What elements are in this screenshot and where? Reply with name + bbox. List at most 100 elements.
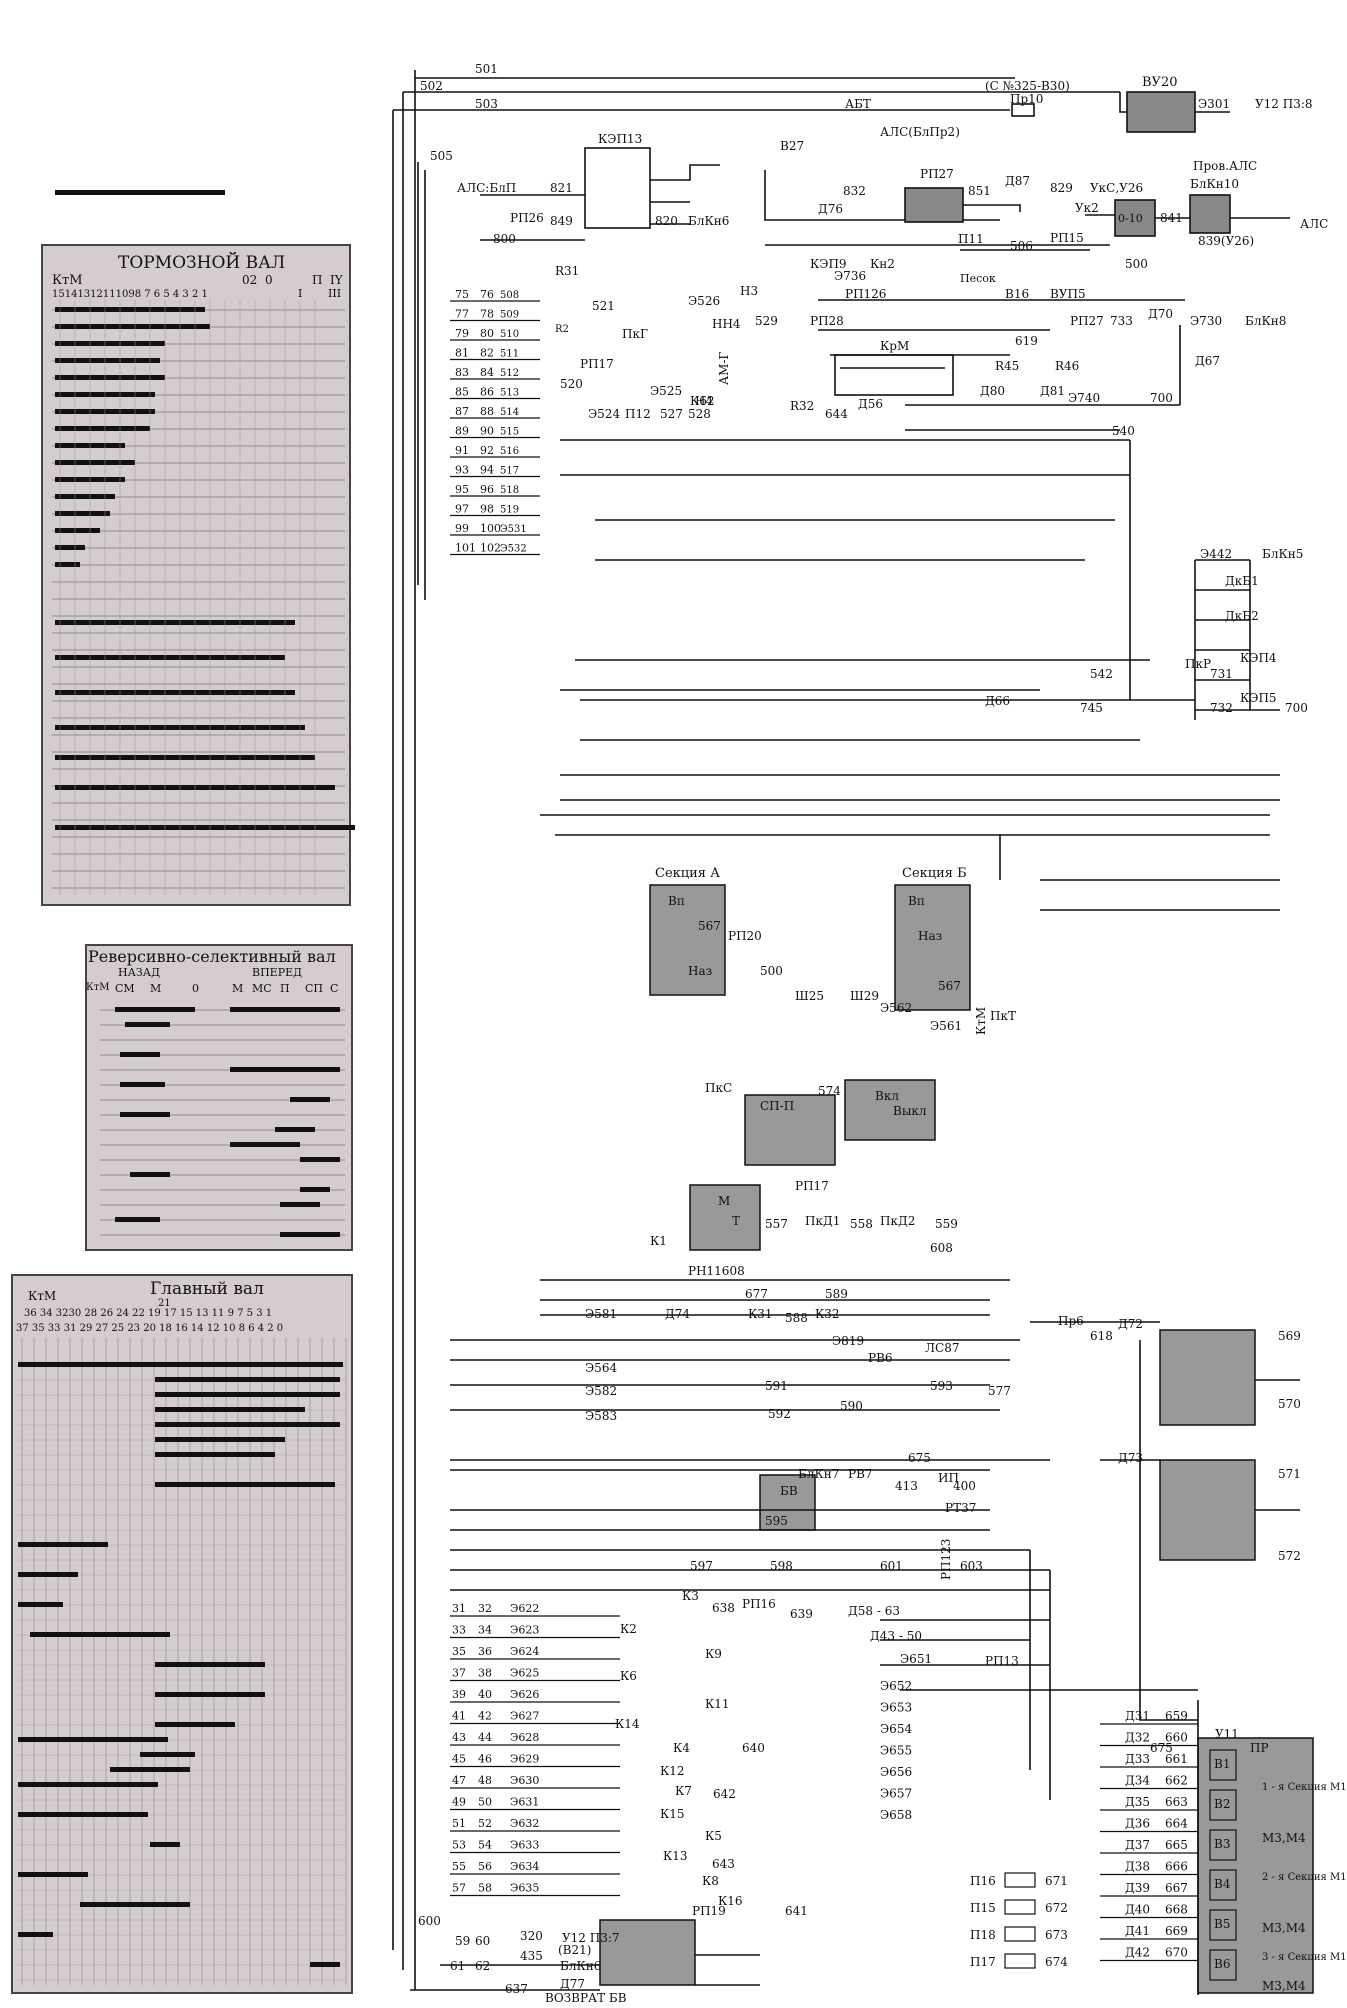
reverse-back-label: НАЗАД <box>118 966 160 979</box>
terminal-wire: Э625 <box>510 1667 539 1680</box>
u11-p-fuse <box>1004 1953 1036 1969</box>
label-rp17-sec: РП17 <box>795 1179 829 1193</box>
label-bv: БВ <box>780 1484 798 1498</box>
label-e651: Э651 <box>900 1652 932 1666</box>
label-r32: R32 <box>790 399 814 413</box>
u11-row-wire: 668 <box>1165 1903 1188 1917</box>
wire-731: 731 <box>1210 667 1233 681</box>
label-e582: Э582 <box>585 1384 617 1398</box>
u11-b-label: В4 <box>1214 1877 1231 1891</box>
terminal-wire: Э633 <box>510 1839 539 1852</box>
reverse-position-label: П <box>280 982 290 995</box>
wire-821: 821 <box>550 181 573 195</box>
reverse-contact-bar <box>300 1157 340 1162</box>
label-pkg: ПкГ <box>622 327 648 341</box>
main-contact-bar <box>30 1632 170 1637</box>
main-contact-bar <box>155 1437 285 1442</box>
reverse-grid <box>100 1007 345 1237</box>
label-d80: Д80 <box>980 384 1005 398</box>
terminal-left: 39 <box>452 1688 466 1701</box>
terminal-left: 53 <box>452 1839 466 1852</box>
label-sh29: Ш29 <box>850 989 879 1003</box>
brake-contact-bar <box>55 358 160 363</box>
u11-contact-box <box>1209 1869 1237 1901</box>
terminal-right: 100 <box>480 522 501 535</box>
label-als-blp: АЛС:БлП <box>457 181 516 195</box>
label-p11: П11 <box>958 232 984 246</box>
label-rp26: РП26 <box>510 211 544 225</box>
label-vkl: Вкл <box>875 1089 899 1103</box>
terminal-left: 95 <box>455 483 469 496</box>
u11-row-d: Д36 <box>1125 1817 1150 1831</box>
label-e525: Э525 <box>650 384 682 398</box>
u11-p-fuse <box>1004 1899 1036 1915</box>
label-blkn7: БлКн7 <box>798 1467 839 1481</box>
brake-label-p: П <box>312 273 322 287</box>
terminal-left: 81 <box>455 347 469 360</box>
label-uk2: Ук2 <box>1075 201 1099 215</box>
main-contact-bar <box>18 1812 148 1817</box>
reverse-contact-bar <box>115 1217 160 1222</box>
brake-contact-bar <box>55 825 355 830</box>
main-contact-bar <box>110 1767 190 1772</box>
label-r31: R31 <box>555 264 579 278</box>
main-row1: 36 34 3230 28 26 24 22 19 17 15 13 11 9 … <box>24 1308 272 1319</box>
wire-540: 540 <box>1112 424 1135 438</box>
brake-contact-bar <box>55 494 115 499</box>
u11-row-d: Д39 <box>1125 1881 1150 1895</box>
reverse-contact-bar <box>120 1052 160 1057</box>
main-contact-bar <box>155 1422 340 1427</box>
label-r2: R2 <box>555 324 569 335</box>
terminal-right: 78 <box>480 308 494 321</box>
label-am: АМ-Г <box>717 352 731 385</box>
label-pr6: Пр6 <box>1058 1314 1084 1328</box>
wire-590: 590 <box>840 1399 863 1413</box>
main-contact-bar <box>18 1782 158 1787</box>
wire-572: 572 <box>1278 1549 1301 1563</box>
terminal-wire: 509 <box>500 310 519 321</box>
reverse-position-label: СП <box>305 982 323 995</box>
label-s325: (С №325-В30) <box>985 79 1070 93</box>
reverse-contact-bar <box>275 1127 315 1132</box>
label-n3: Н3 <box>740 284 758 298</box>
terminal-right: 84 <box>480 366 494 379</box>
mid-labels: R31 R2 521 ПкГ РП17 520 Э525 К62 Н4 528 … <box>555 257 1286 438</box>
label-k12: К12 <box>660 1764 685 1778</box>
terminal-right: 96 <box>480 483 494 496</box>
label-kep13: КЭП13 <box>598 132 642 146</box>
wire-529: 529 <box>755 314 778 328</box>
wire-595: 595 <box>765 1514 788 1528</box>
main-contact-bar <box>140 1752 195 1757</box>
reverse-contact-bar <box>115 1007 195 1012</box>
wire-597: 597 <box>690 1559 713 1573</box>
terminal-left: 87 <box>455 405 469 418</box>
label-pr10: Пр10 <box>1010 92 1043 106</box>
label-nn4: НН4 <box>712 317 741 331</box>
u11-b-label: В1 <box>1214 1757 1230 1771</box>
terminal-left: 49 <box>452 1796 466 1809</box>
terminal-wire: 517 <box>500 466 519 477</box>
reverse-contact-bar <box>280 1202 320 1207</box>
section-labels: Секция А Секция Б Вп Наз 567 РП20 500 Вп… <box>650 866 1016 1278</box>
wire-400: 400 <box>953 1479 976 1493</box>
terminal-wire: Э634 <box>510 1860 539 1873</box>
reverse-contact-bar <box>300 1187 330 1192</box>
terminal-right: 46 <box>478 1753 492 1766</box>
label-d70: Д70 <box>1148 307 1173 321</box>
wire-643: 643 <box>712 1857 735 1871</box>
u11-row-wire: 666 <box>1165 1860 1188 1874</box>
wire-588: 588 <box>785 1311 808 1325</box>
terminal-left: 51 <box>452 1817 466 1830</box>
label-r45: R45 <box>995 359 1019 373</box>
label-sec3-m34: М3,М4 <box>1262 1979 1306 1993</box>
u11-row-wire: 669 <box>1165 1924 1188 1938</box>
main-ktm: КтМ <box>28 1289 56 1303</box>
label-rv7: РВ7 <box>848 1467 873 1481</box>
label-dkb1-right: ДкБ1 <box>1225 574 1259 588</box>
wire-832: 832 <box>843 184 866 198</box>
label-e740: Э740 <box>1068 391 1100 405</box>
u11-p-label: П15 <box>970 1901 996 1915</box>
terminal-left: 97 <box>455 503 469 516</box>
main-contact-bar <box>18 1362 343 1367</box>
